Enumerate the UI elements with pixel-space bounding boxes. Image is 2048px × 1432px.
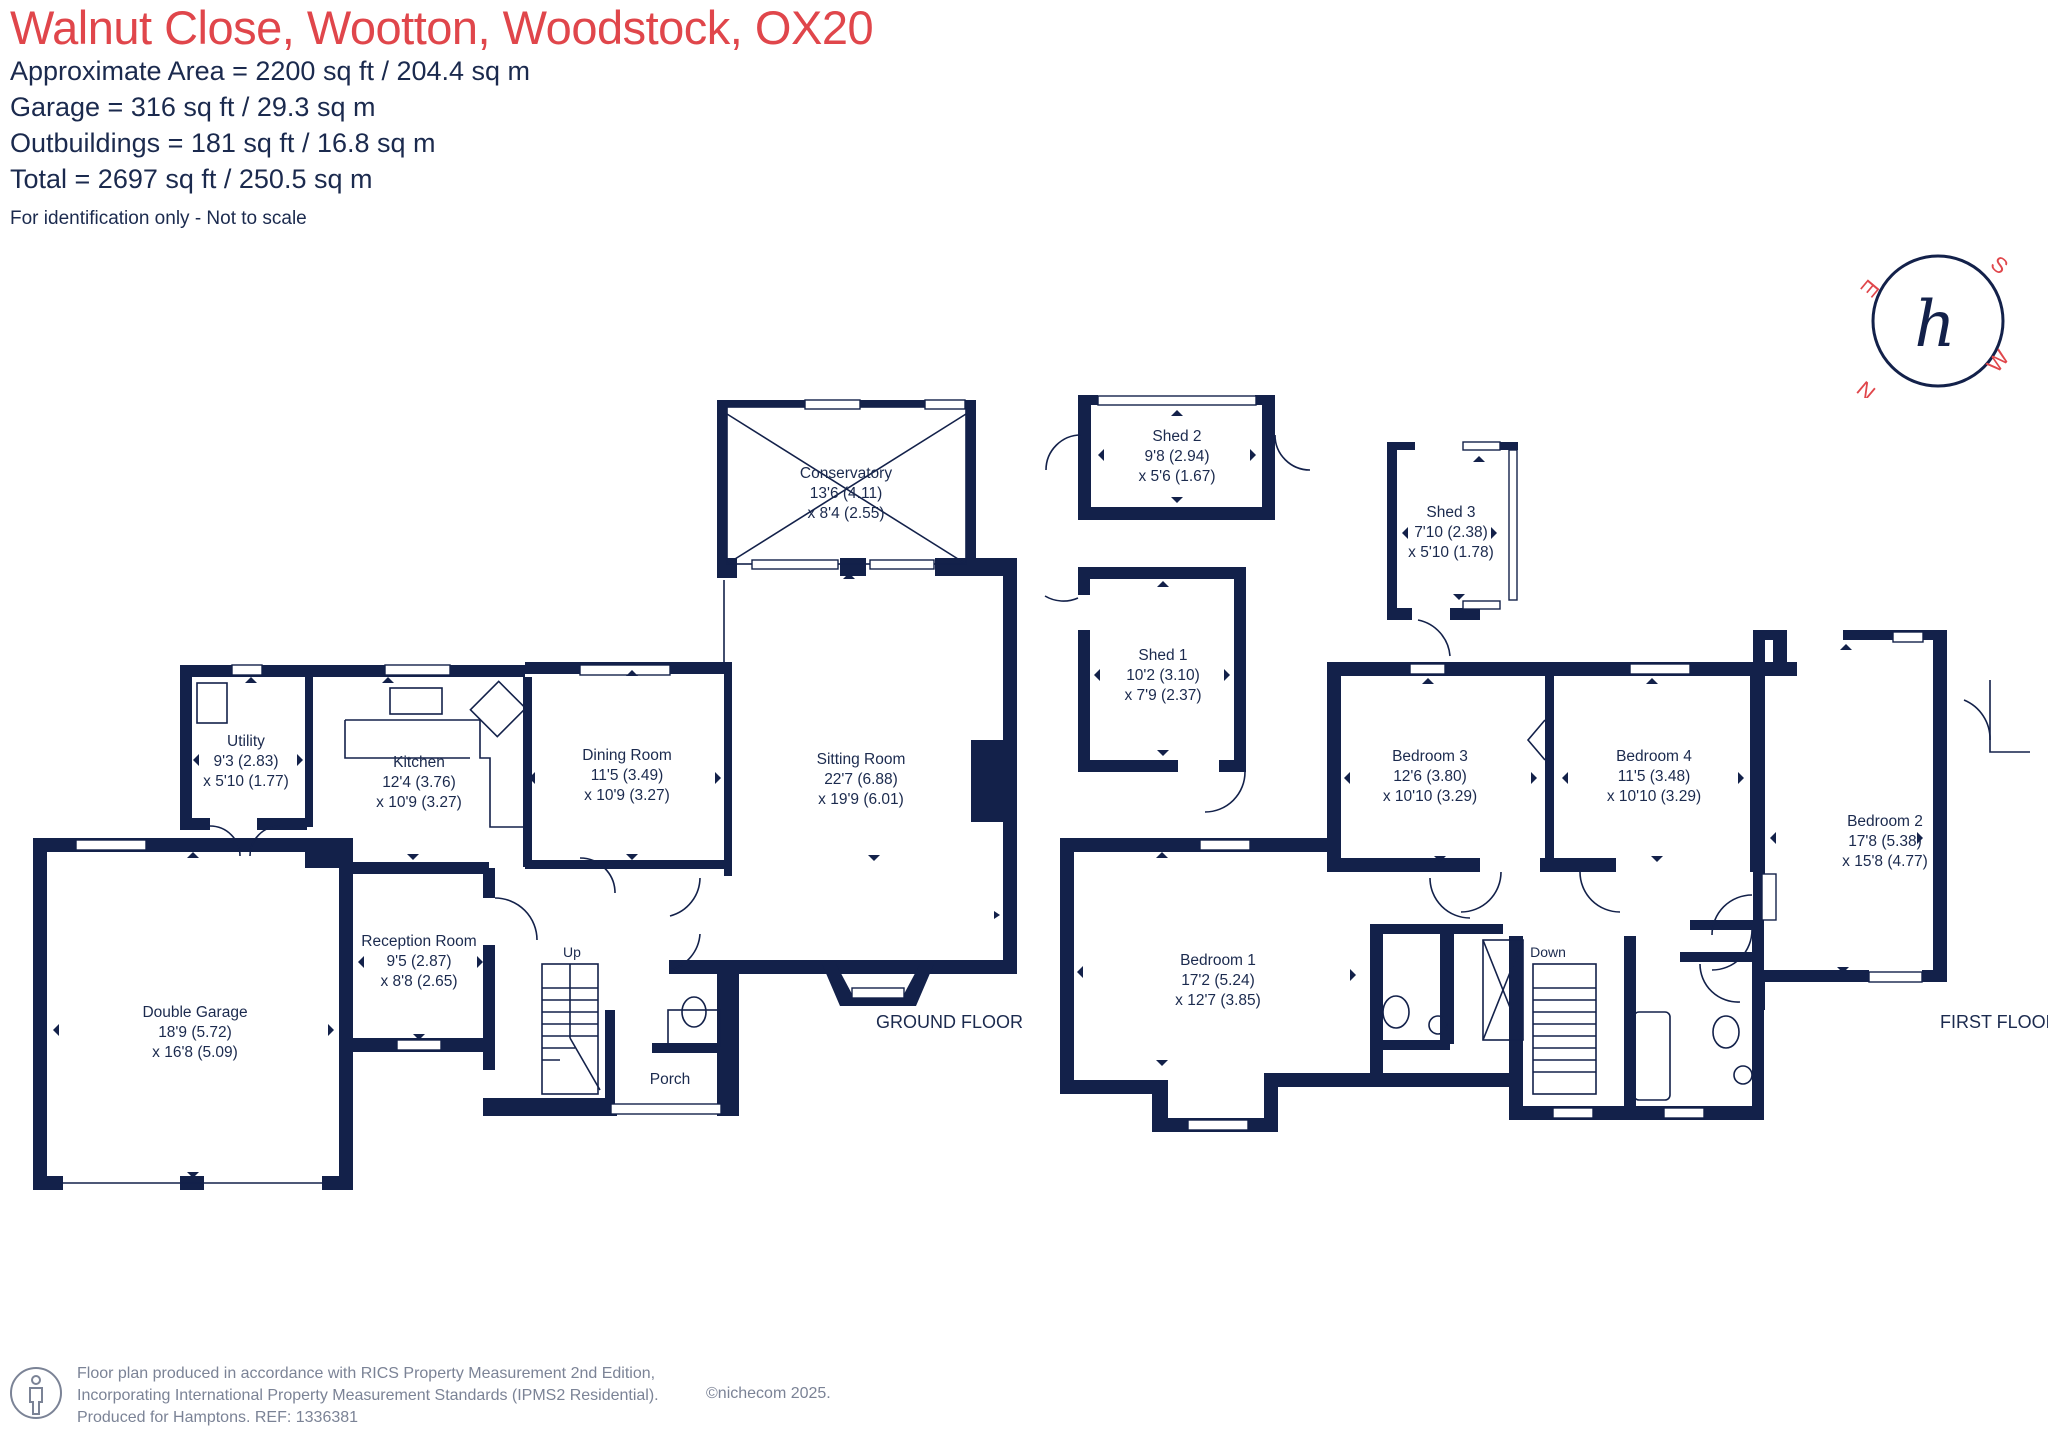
shed1-name: Shed 1 xyxy=(1138,647,1187,664)
kitchen-name: Kitchen xyxy=(393,754,445,771)
bedroom2-dim2: x 15'8 (4.77) xyxy=(1842,853,1928,870)
bedroom4-name: Bedroom 4 xyxy=(1616,748,1692,765)
conservatory-name: Conservatory xyxy=(800,465,892,482)
garage-area: Garage = 316 sq ft / 29.3 sq m xyxy=(10,92,376,122)
outbuildings-area: Outbuildings = 181 sq ft / 16.8 sq m xyxy=(10,128,436,158)
footer-line-3: Produced for Hamptons. REF: 1336381 xyxy=(77,1409,359,1426)
utility-dim2: x 5'10 (1.77) xyxy=(203,773,289,790)
sitting-dim1: 22'7 (6.88) xyxy=(824,771,898,788)
compass-letter-s: S xyxy=(1986,251,2013,280)
compass-letter-n: N xyxy=(1855,376,1880,398)
footer-notes: Floor plan produced in accordance with R… xyxy=(77,1363,659,1429)
compass-logo: h S W N E xyxy=(1855,251,2015,398)
garage-dim1: 18'9 (5.72) xyxy=(158,1024,232,1041)
shed1-dim1: 10'2 (3.10) xyxy=(1126,667,1200,684)
property-title: Walnut Close, Wootton, Woodstock, OX20 xyxy=(10,1,874,54)
dining-name: Dining Room xyxy=(582,747,672,764)
shed2-dim2: x 5'6 (1.67) xyxy=(1138,468,1215,485)
porch-name: Porch xyxy=(650,1071,691,1088)
sitting-dim2: x 19'9 (6.01) xyxy=(818,791,904,808)
kitchen-dim1: 12'4 (3.76) xyxy=(382,774,456,791)
bedroom3-name: Bedroom 3 xyxy=(1392,748,1468,765)
bedroom1-dim2: x 12'7 (3.85) xyxy=(1175,992,1261,1009)
scale-note: For identification only - Not to scale xyxy=(10,208,307,229)
reception-dim2: x 8'8 (2.65) xyxy=(380,973,457,990)
shed3-dim1: 7'10 (2.38) xyxy=(1414,524,1488,541)
garage-name: Double Garage xyxy=(142,1004,247,1021)
ground-floor-label: GROUND FLOOR xyxy=(876,1012,1023,1032)
measure-arrows xyxy=(53,410,1923,1178)
reception-dim1: 9'5 (2.87) xyxy=(387,953,452,970)
bedroom1-dim1: 17'2 (5.24) xyxy=(1181,972,1255,989)
shed3-dim2: x 5'10 (1.78) xyxy=(1408,544,1494,561)
room-labels: Conservatory 13'6 (4.11) x 8'4 (2.55) Sh… xyxy=(142,428,2048,1088)
bedroom3-dim2: x 10'10 (3.29) xyxy=(1383,788,1477,805)
shed2-dim1: 9'8 (2.94) xyxy=(1145,448,1210,465)
compass-brand-letter: h xyxy=(1914,288,1955,362)
shed1-dim2: x 7'9 (2.37) xyxy=(1124,687,1201,704)
stairs-up-label: Up xyxy=(563,944,581,960)
copyright: ©nichecom 2025. xyxy=(706,1385,831,1402)
utility-dim1: 9'3 (2.83) xyxy=(214,753,279,770)
sitting-name: Sitting Room xyxy=(817,751,906,768)
bedroom2-name: Bedroom 2 xyxy=(1847,813,1923,830)
compass-letter-w: W xyxy=(1982,345,2015,377)
conservatory-dim1: 13'6 (4.11) xyxy=(810,485,882,502)
compass-letter-e: E xyxy=(1856,275,1885,302)
stairs-down-label: Down xyxy=(1530,944,1566,960)
bedroom2-dim1: 17'8 (5.38) xyxy=(1848,833,1922,850)
bedroom4-dim1: 11'5 (3.48) xyxy=(1618,768,1690,785)
garage-dim2: x 16'8 (5.09) xyxy=(152,1044,238,1061)
thin-lines xyxy=(62,406,2030,1184)
shed3-name: Shed 3 xyxy=(1426,504,1475,521)
bedroom4-dim2: x 10'10 (3.29) xyxy=(1607,788,1701,805)
total-area: Total = 2697 sq ft / 250.5 sq m xyxy=(10,164,373,194)
bedroom3-dim1: 12'6 (3.80) xyxy=(1393,768,1467,785)
footer-line-2: Incorporating International Property Mea… xyxy=(77,1387,659,1404)
walls xyxy=(33,395,1947,1190)
kitchen-dim2: x 10'9 (3.27) xyxy=(376,794,462,811)
dining-dim1: 11'5 (3.49) xyxy=(591,767,663,784)
approx-area: Approximate Area = 2200 sq ft / 204.4 sq… xyxy=(10,56,531,86)
utility-name: Utility xyxy=(227,733,265,750)
compass-ring-icon xyxy=(1871,254,2005,388)
reception-name: Reception Room xyxy=(361,933,476,950)
footer-line-1: Floor plan produced in accordance with R… xyxy=(77,1365,656,1382)
dining-dim2: x 10'9 (3.27) xyxy=(584,787,670,804)
windows xyxy=(75,395,1924,1131)
conservatory-dim2: x 8'4 (2.55) xyxy=(807,505,884,522)
bedroom1-name: Bedroom 1 xyxy=(1180,952,1256,969)
first-floor-label: FIRST FLOOR xyxy=(1940,1012,2048,1032)
person-scale-icon xyxy=(10,1367,62,1419)
shed2-name: Shed 2 xyxy=(1152,428,1201,445)
